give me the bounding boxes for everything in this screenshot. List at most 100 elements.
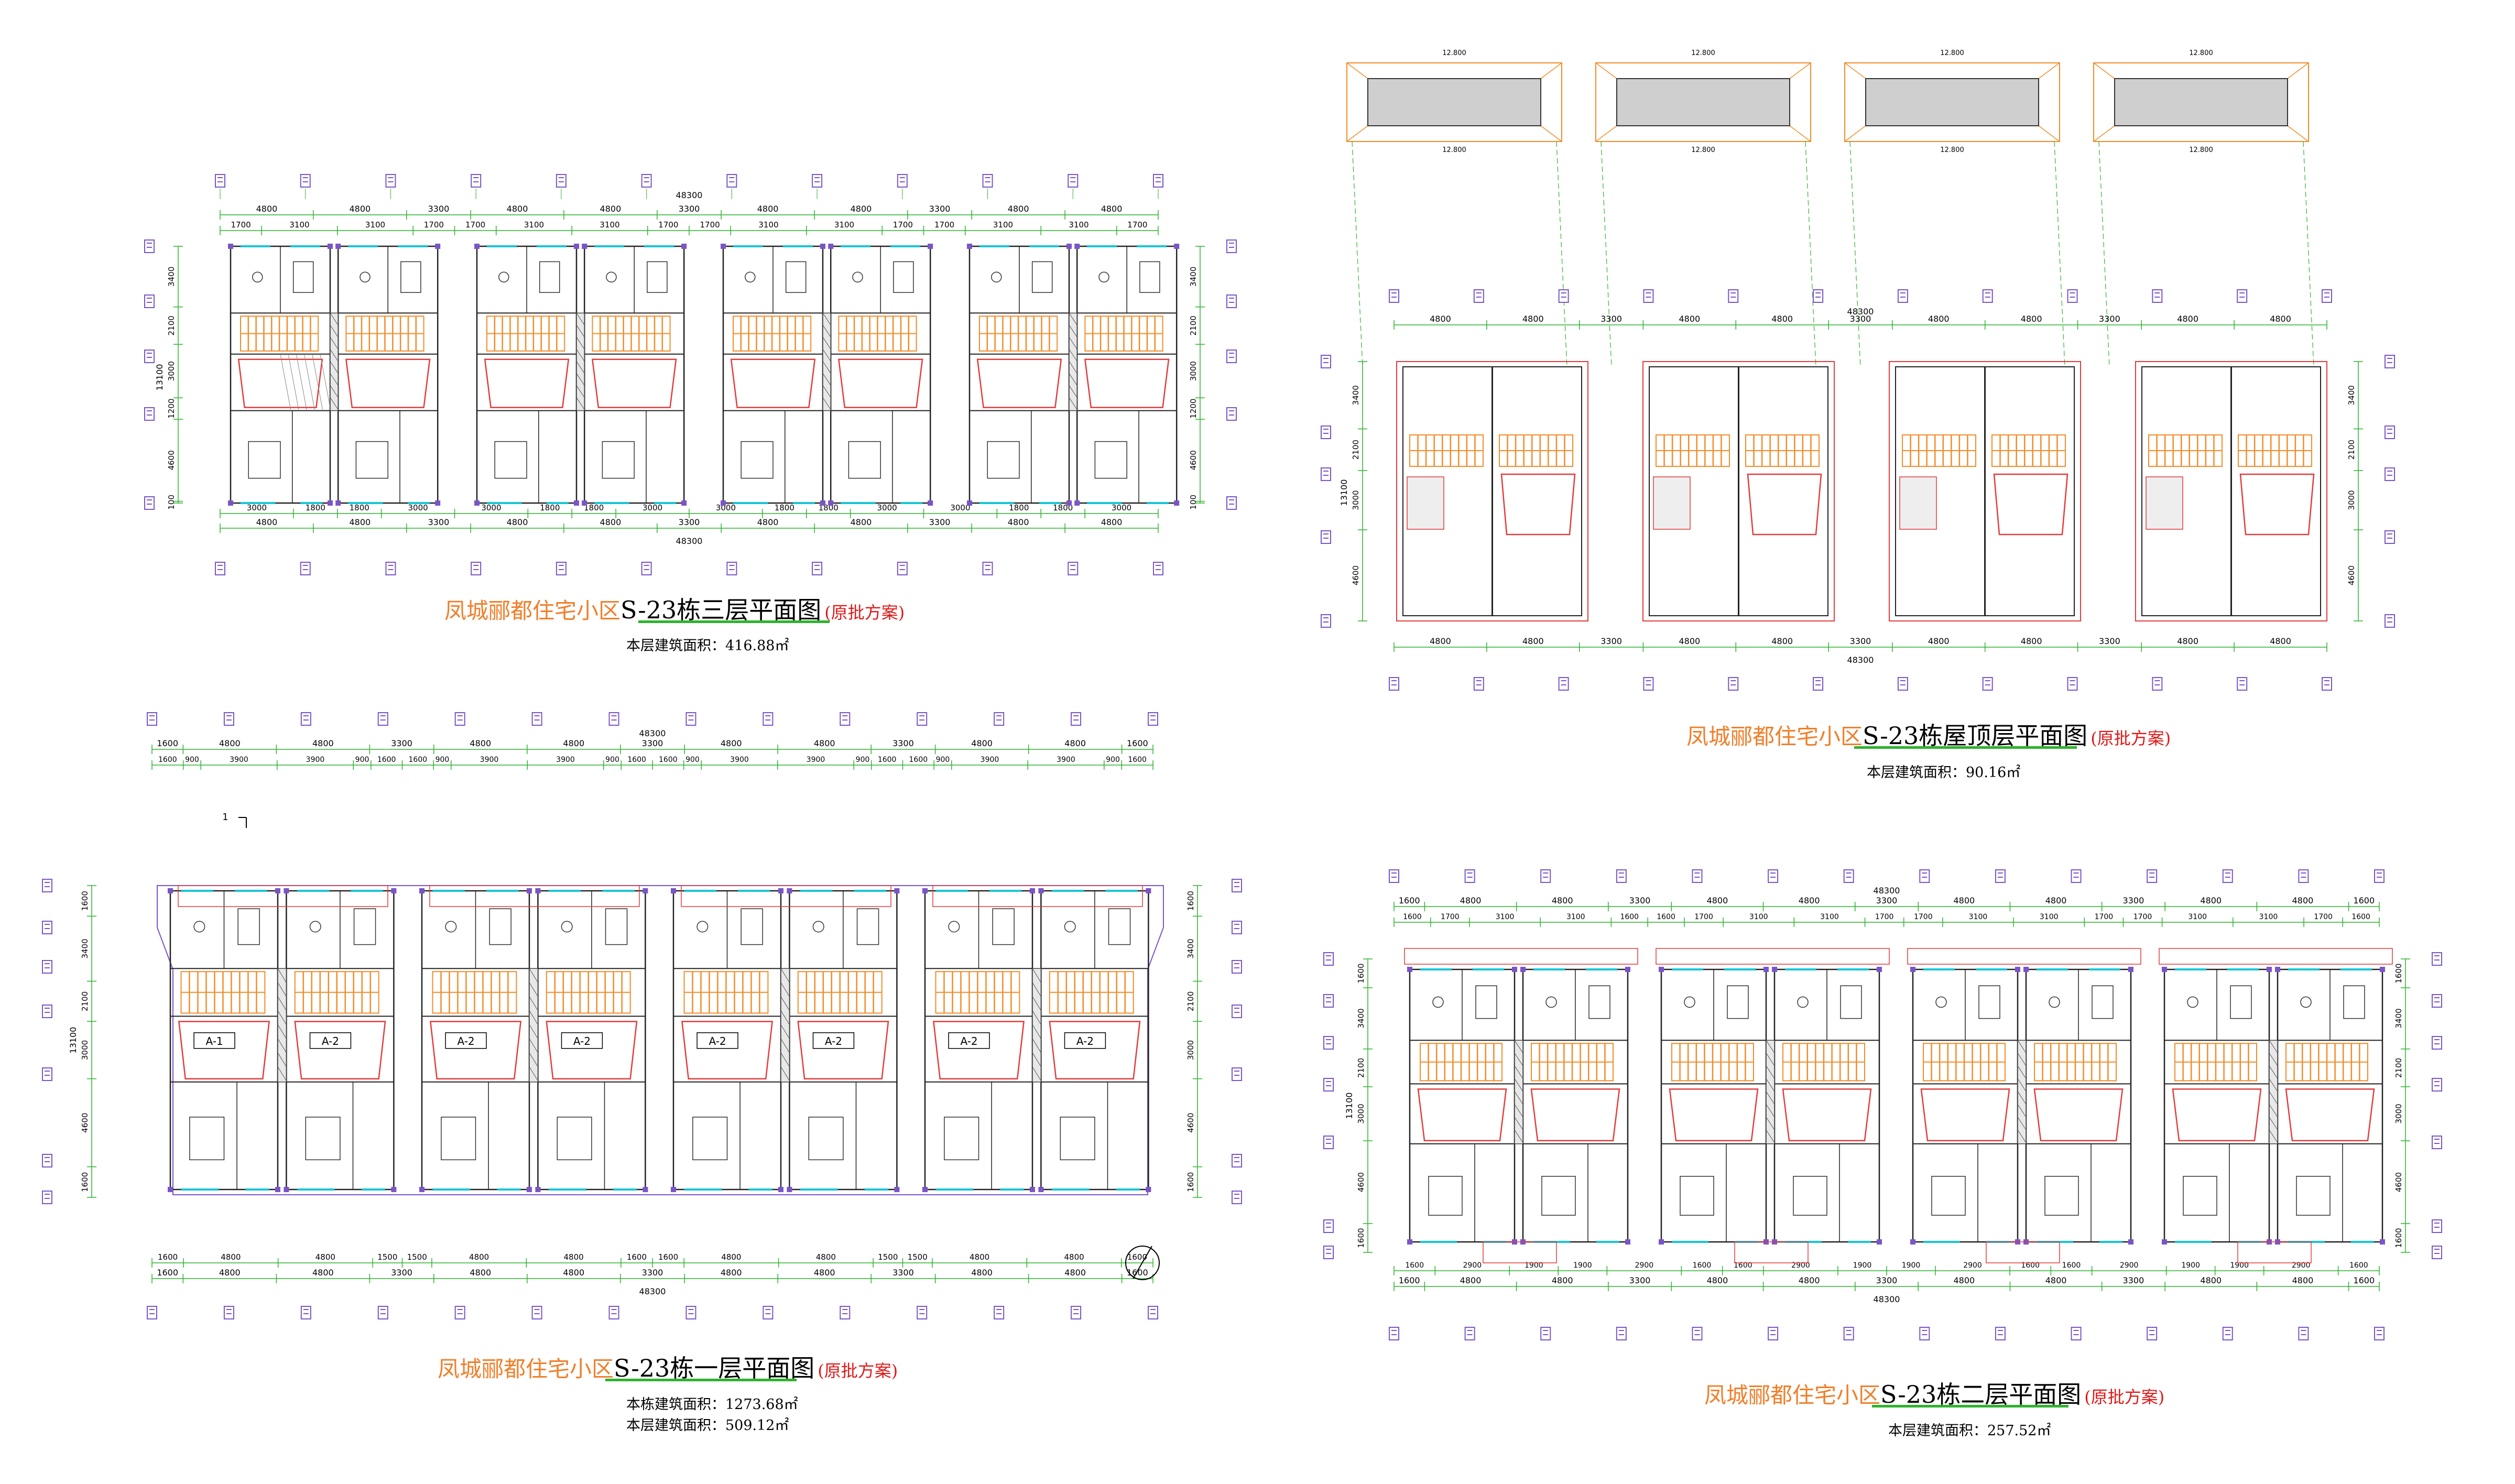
bed <box>441 1117 476 1161</box>
dimension-label: 4600 <box>2394 1172 2403 1192</box>
party-wall-hatch <box>330 313 339 325</box>
axis-bubble <box>144 496 155 510</box>
shower <box>2092 985 2114 1019</box>
dimension-label: 900 <box>936 756 950 764</box>
axis-bubble <box>1071 712 1082 726</box>
axis-bubble <box>2385 355 2395 368</box>
title-underline <box>638 620 830 623</box>
axis-bubble <box>2432 1136 2442 1149</box>
washbasin <box>252 271 263 283</box>
axis-bubble <box>42 879 52 892</box>
axis-bubble <box>42 1005 52 1018</box>
dimension-label: 4800 <box>2292 896 2314 905</box>
roof-dimension: 12.800 <box>1442 49 1466 57</box>
approval-note: (原批方案) <box>2084 1387 2165 1407</box>
column <box>1038 1187 1044 1192</box>
column <box>275 888 280 893</box>
dimension-label: 4800 <box>563 1268 584 1278</box>
column <box>535 888 541 893</box>
dimension-label: 4600 <box>1356 1172 1366 1192</box>
dimension-label: 3000 <box>408 503 428 512</box>
living-hall-outline <box>178 1021 270 1080</box>
bed <box>2044 1176 2079 1216</box>
column <box>527 1187 532 1192</box>
dimension-label: 3300 <box>391 738 412 748</box>
column <box>582 500 587 506</box>
entry-canopy <box>932 885 1143 907</box>
axis-bubble <box>1323 1036 1334 1050</box>
axis-bubble <box>42 960 52 974</box>
party-wall-hatch <box>576 397 585 410</box>
axis-bubble <box>144 350 155 363</box>
axis-bubble <box>917 1306 928 1319</box>
dimension-label: 1200 <box>1189 399 1198 419</box>
axis-bubble <box>454 712 465 726</box>
dimension-label: 1600 <box>1403 913 1422 921</box>
dimension-label: 4800 <box>1928 314 1950 324</box>
party-wall-hatch <box>1766 1104 1775 1118</box>
bed <box>987 441 1020 479</box>
balcony <box>1483 1241 1557 1263</box>
axis-bubble <box>42 1154 52 1167</box>
party-wall-hatch <box>1766 1065 1775 1079</box>
party-wall-hatch <box>1069 397 1077 410</box>
dimension-label: 1700 <box>1441 913 1460 921</box>
depth-total: 13100 <box>68 1027 78 1054</box>
dimension-label: 1800 <box>540 503 560 512</box>
column <box>681 244 687 249</box>
dimension-label: 1700 <box>1875 913 1894 921</box>
dimension-label: 1800 <box>1009 503 1029 512</box>
dimension-label: 4800 <box>721 1252 741 1262</box>
party-wall-hatch <box>1069 373 1077 386</box>
dimension-label: 4800 <box>507 517 528 527</box>
column <box>284 888 289 893</box>
axis-bubble <box>1153 562 1163 575</box>
dimension-label: 1500 <box>407 1252 427 1262</box>
dimension-label: 4800 <box>2177 636 2198 646</box>
party-wall-hatch <box>529 1038 538 1053</box>
column <box>922 888 928 893</box>
axis-bubble <box>685 1306 696 1319</box>
axis-bubble <box>1389 1327 1399 1340</box>
bed <box>808 1117 844 1161</box>
column <box>228 244 233 249</box>
shower <box>1139 261 1160 293</box>
dimension-label: 1800 <box>350 503 369 512</box>
party-wall-hatch <box>1069 385 1077 398</box>
washbasin <box>193 921 205 933</box>
dimension-label: 4600 <box>1186 1113 1195 1133</box>
living-hall-outline <box>1084 358 1170 408</box>
shower <box>237 908 260 945</box>
party-wall-hatch <box>1766 1040 1775 1053</box>
north-arrow-needle <box>1133 1246 1152 1279</box>
dimension-label: 1900 <box>1573 1261 1592 1270</box>
dimension-label: 3100 <box>524 220 544 230</box>
bed <box>248 441 281 479</box>
dimension-label: 1600 <box>157 1268 178 1278</box>
axis-bubble <box>144 407 155 421</box>
dimension-label: 1600 <box>2351 913 2370 921</box>
column <box>228 500 233 506</box>
washbasin <box>852 271 863 283</box>
axis-bubble <box>1813 677 1824 691</box>
bed <box>741 441 774 479</box>
living-hall-outline <box>2285 1088 2375 1142</box>
dimension-label: 1600 <box>158 756 177 764</box>
party-wall-hatch <box>822 313 831 325</box>
hatch <box>312 354 323 411</box>
dimension-label: 4800 <box>1771 314 1793 324</box>
hatch <box>280 354 291 411</box>
unit-label: A-2 <box>960 1035 977 1047</box>
plan-title: S-23栋三层平面图 <box>620 596 822 624</box>
dimension-label: 2100 <box>1356 1058 1366 1078</box>
dimension-label: 1700 <box>893 220 913 230</box>
bed <box>944 1117 979 1161</box>
dimension-label: 4800 <box>971 1268 993 1278</box>
shower <box>1031 261 1053 293</box>
column <box>787 888 792 893</box>
dimension-label: 3300 <box>1601 636 1622 646</box>
project-name: 凤城郦都住宅小区 <box>1686 724 1863 749</box>
party-wall <box>2017 1040 2027 1144</box>
first-floor-building-area: 本栋建筑面积：1273.68㎡ <box>626 1396 798 1413</box>
